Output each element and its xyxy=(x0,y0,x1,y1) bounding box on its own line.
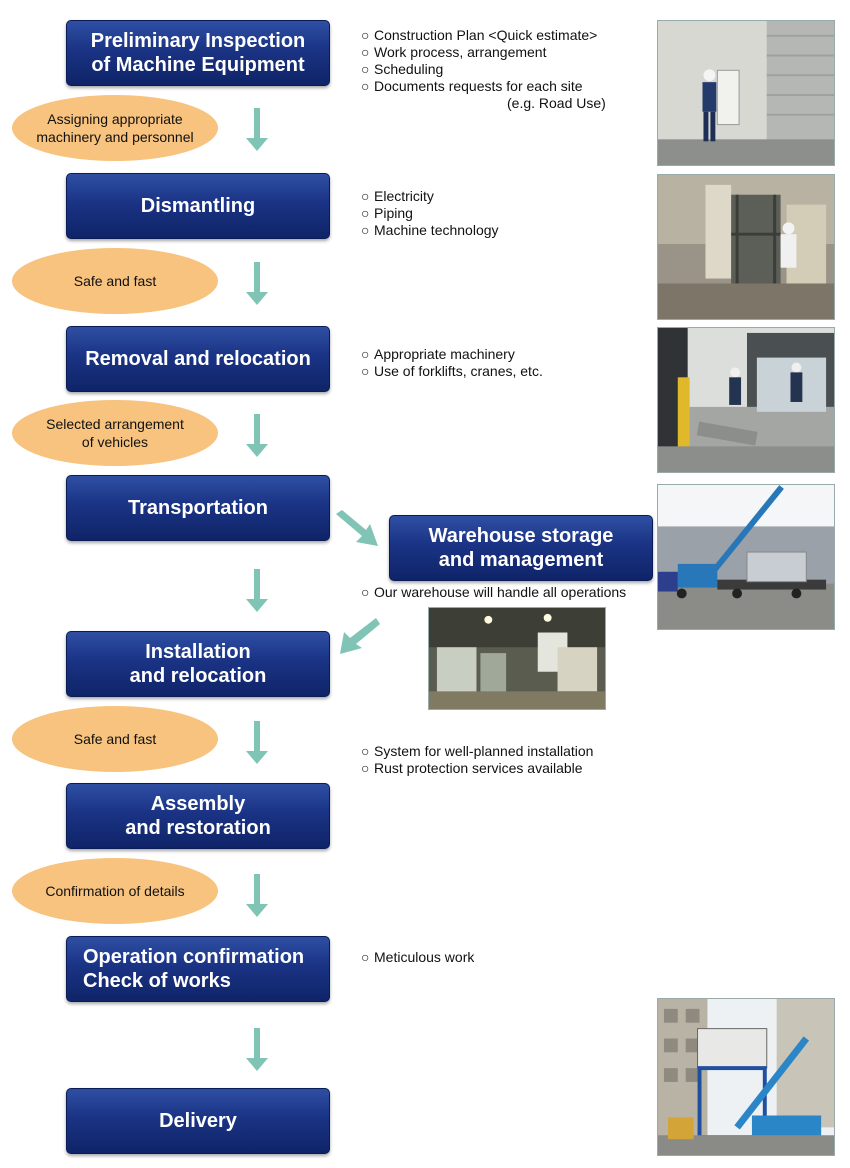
step-preliminary-inspection: Preliminary Inspection of Machine Equipm… xyxy=(66,20,330,86)
step-transportation: Transportation xyxy=(66,475,330,541)
bullet-icon: ○ xyxy=(361,27,370,43)
bullet-icon: ○ xyxy=(361,78,370,94)
transition-oval: Safe and fast xyxy=(12,248,218,314)
step-label: Removal and relocation xyxy=(85,348,311,370)
bullet-icon: ○ xyxy=(361,188,370,204)
note-item: ○System for well-planned installation xyxy=(361,743,594,759)
notes-removal: ○Appropriate machinery ○Use of forklifts… xyxy=(361,346,543,380)
bullet-icon: ○ xyxy=(361,363,370,379)
step-label: Installation and relocation xyxy=(129,641,267,687)
note-item: ○Documents requests for each site xyxy=(361,78,583,94)
bullet-icon: ○ xyxy=(361,61,370,77)
down-arrow-icon xyxy=(246,262,268,305)
transition-oval: Assigning appropriate machinery and pers… xyxy=(12,95,218,161)
bullet-icon: ○ xyxy=(361,760,370,776)
bullet-icon: ○ xyxy=(361,44,370,60)
transition-label: Selected arrangement of vehicles xyxy=(46,416,184,450)
bullet-icon: ○ xyxy=(361,584,370,600)
note-item: ○Our warehouse will handle all operation… xyxy=(361,584,627,600)
note-item: ○Scheduling xyxy=(361,61,444,77)
photo-site-inspection xyxy=(657,20,835,166)
step-dismantling: Dismantling xyxy=(66,173,330,239)
step-label: Transportation xyxy=(127,497,268,519)
step-assembly-restoration: Assembly and restoration xyxy=(66,783,330,849)
note-item: ○Electricity xyxy=(361,188,434,204)
diagonal-arrow-from-warehouse-icon xyxy=(340,618,380,654)
step-warehouse-storage: Warehouse storage and management xyxy=(389,515,653,581)
step-label: Operation confirmation Check of works xyxy=(83,946,305,992)
bullet-icon: ○ xyxy=(361,346,370,362)
step-label: Delivery xyxy=(159,1110,237,1132)
bullet-icon: ○ xyxy=(361,205,370,221)
step-installation-relocation: Installation and relocation xyxy=(66,631,330,697)
note-item: ○Rust protection services available xyxy=(361,760,583,776)
notes-operation: ○Meticulous work xyxy=(361,949,474,966)
note-item: ○Work process, arrangement xyxy=(361,44,547,60)
note-subitem: (e.g. Road Use) xyxy=(507,95,606,111)
diagonal-arrow-to-warehouse-icon xyxy=(336,510,378,546)
photo-transport-crane xyxy=(657,484,835,630)
transition-oval: Safe and fast xyxy=(12,706,218,772)
bullet-icon: ○ xyxy=(361,743,370,759)
note-item: ○Construction Plan <Quick estimate> xyxy=(361,27,598,43)
down-arrow-icon xyxy=(246,721,268,764)
transition-label: Assigning appropriate machinery and pers… xyxy=(36,111,194,145)
note-item: ○Machine technology xyxy=(361,222,499,238)
step-label: Dismantling xyxy=(140,195,256,217)
down-arrow-icon xyxy=(246,414,268,457)
transition-oval: Selected arrangement of vehicles xyxy=(12,400,218,466)
down-arrow-icon xyxy=(246,108,268,151)
notes-dismantling: ○Electricity ○Piping ○Machine technology xyxy=(361,188,499,239)
photo-warehouse-interior xyxy=(428,607,606,710)
step-operation-confirmation: Operation confirmation Check of works xyxy=(66,936,330,1002)
down-arrow-icon xyxy=(246,1028,268,1071)
step-label: Preliminary Inspection of Machine Equipm… xyxy=(90,30,306,76)
down-arrow-icon xyxy=(246,874,268,917)
note-item: ○Appropriate machinery xyxy=(361,346,515,362)
down-arrow-icon xyxy=(246,569,268,612)
note-item: ○Piping xyxy=(361,205,413,221)
notes-warehouse: ○Our warehouse will handle all operation… xyxy=(361,584,626,601)
step-label: Warehouse storage and management xyxy=(428,525,614,571)
notes-installation: ○System for well-planned installation ○R… xyxy=(361,743,593,777)
bullet-icon: ○ xyxy=(361,222,370,238)
bullet-icon: ○ xyxy=(361,949,370,965)
transition-label: Confirmation of details xyxy=(45,883,185,899)
step-label: Assembly and restoration xyxy=(125,793,271,839)
note-item: ○Use of forklifts, cranes, etc. xyxy=(361,363,543,379)
note-item: ○Meticulous work xyxy=(361,949,475,965)
step-removal-relocation: Removal and relocation xyxy=(66,326,330,392)
photo-delivery-crane xyxy=(657,998,835,1156)
transition-oval: Confirmation of details xyxy=(12,858,218,924)
notes-inspection: ○Construction Plan <Quick estimate> ○Wor… xyxy=(361,27,606,112)
transition-label: Safe and fast xyxy=(73,273,157,289)
photo-dismantling xyxy=(657,174,835,320)
photo-removal xyxy=(657,327,835,473)
transition-label: Safe and fast xyxy=(73,731,157,747)
step-delivery: Delivery xyxy=(66,1088,330,1154)
